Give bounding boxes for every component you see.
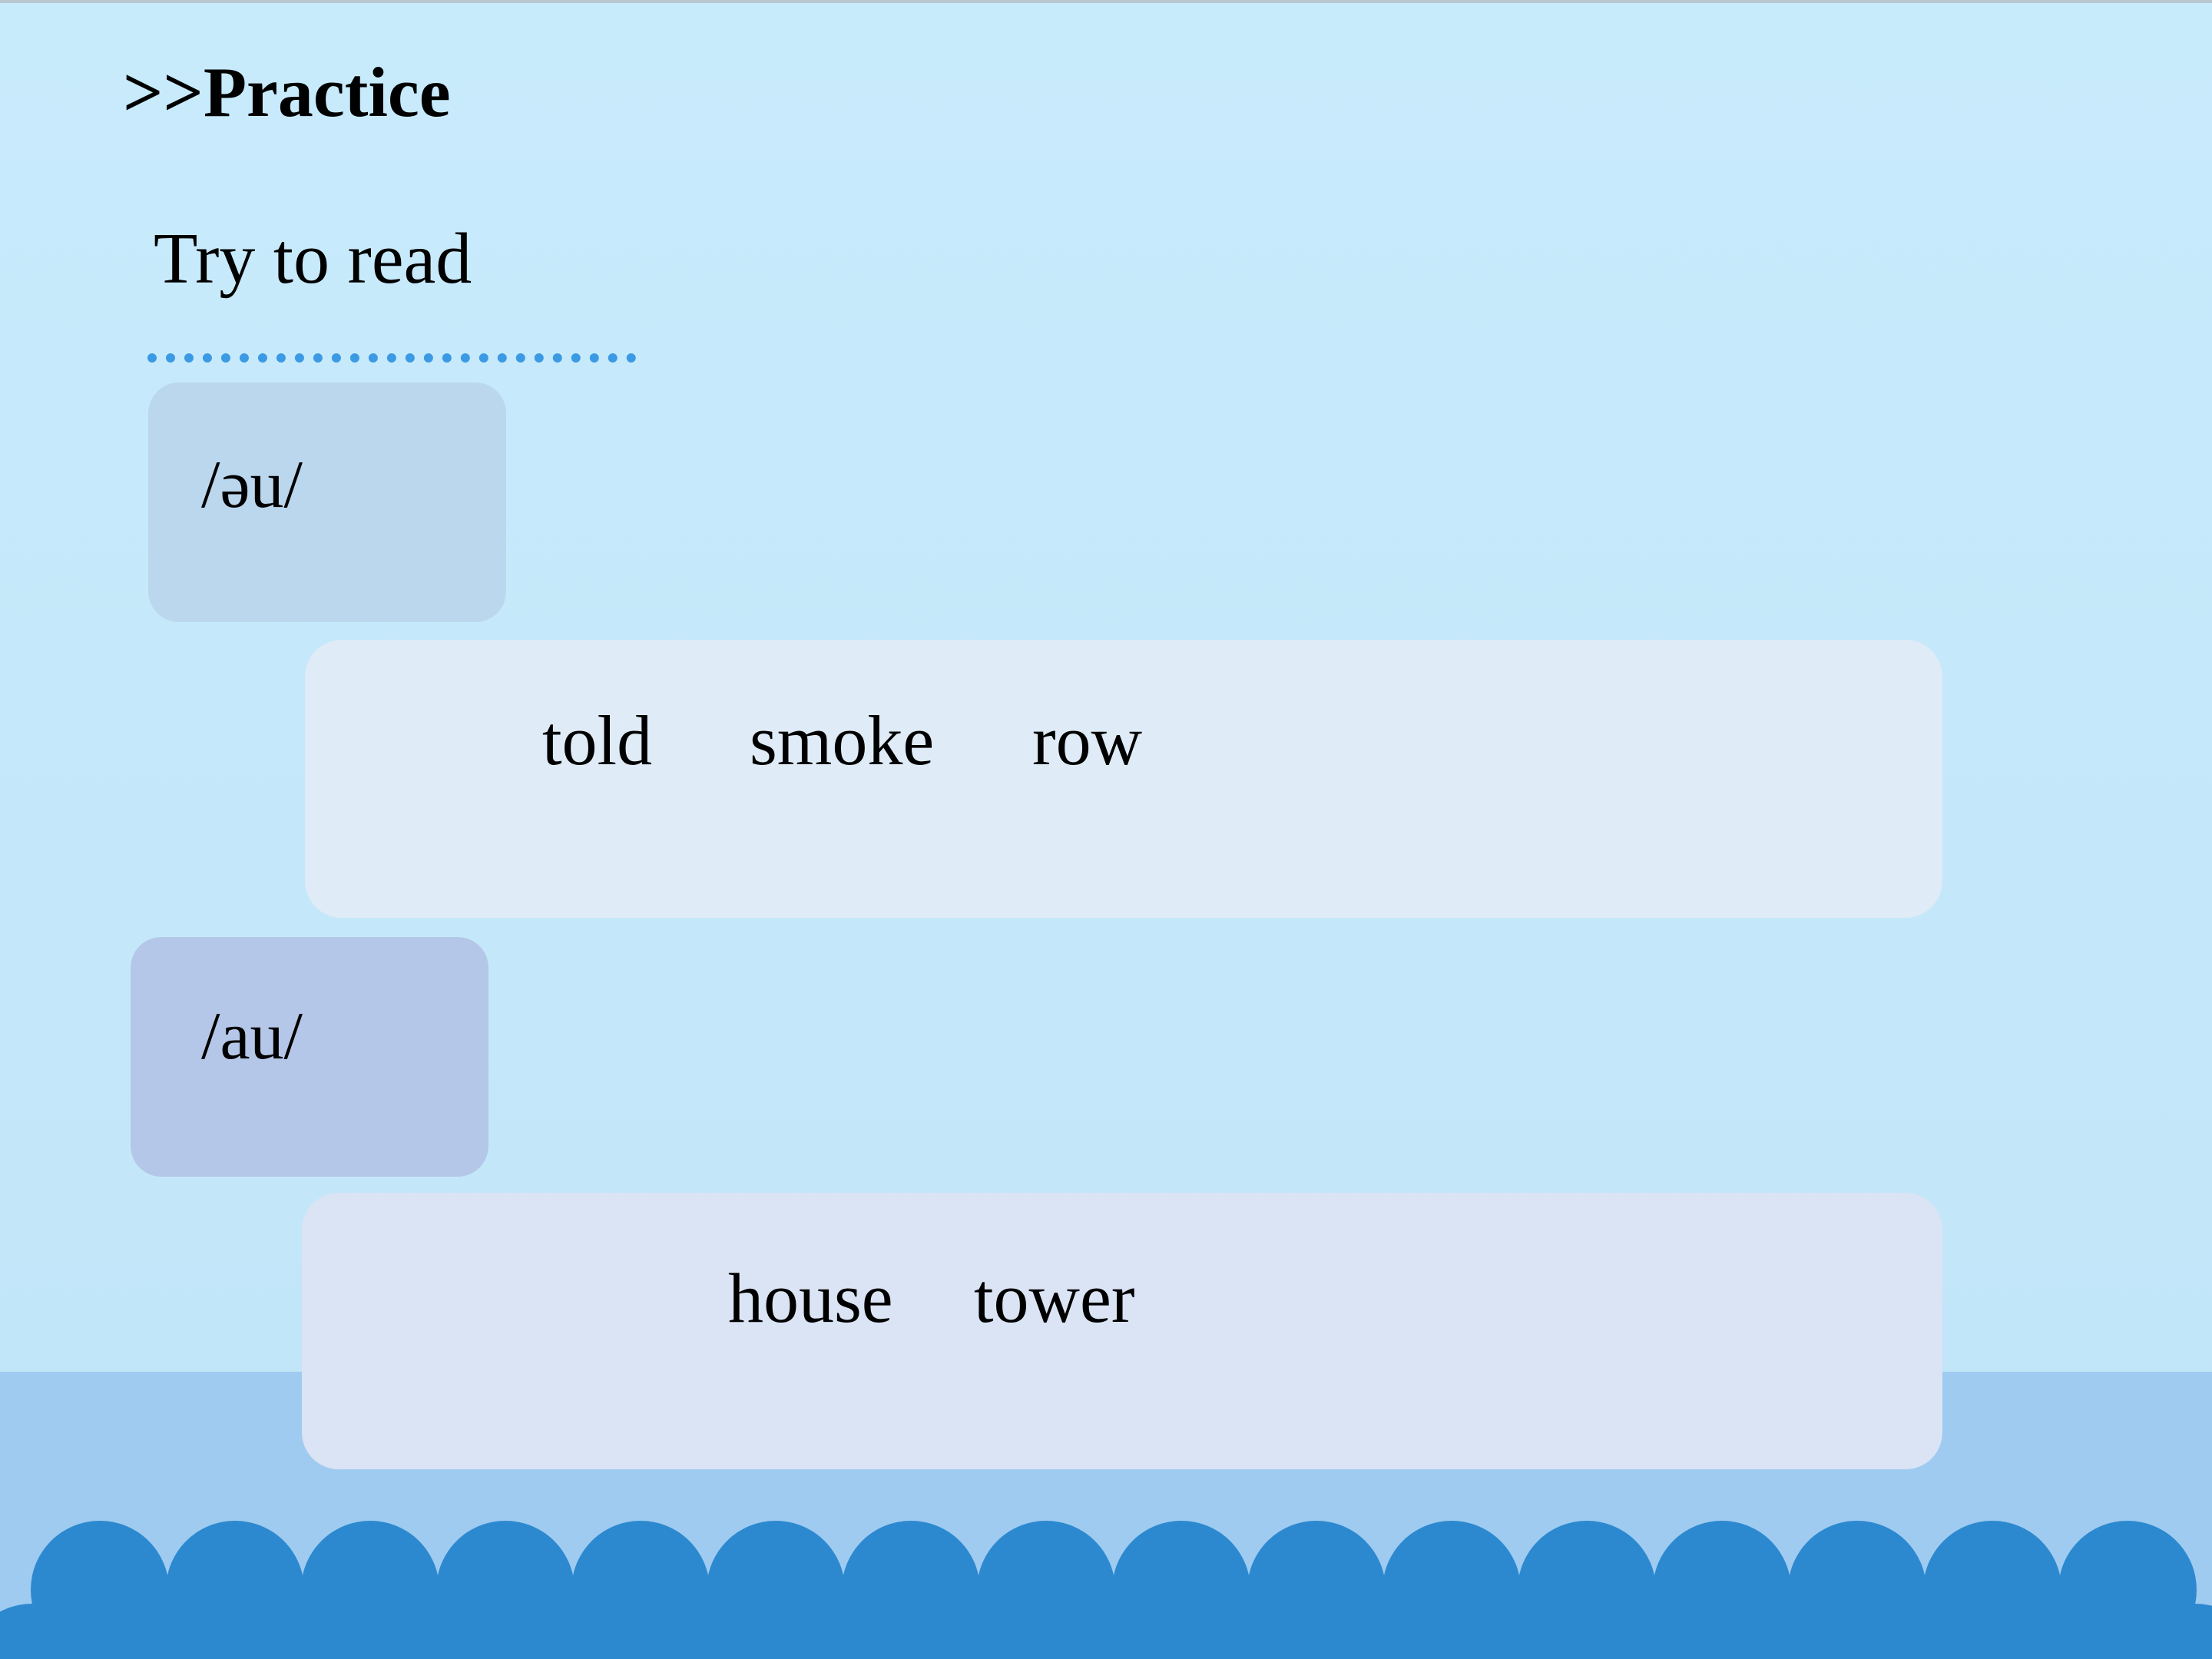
phoneme-label-ou: /əu/ bbox=[201, 448, 303, 522]
word-panel-au bbox=[302, 1193, 1942, 1469]
instruction-text: Try to read bbox=[154, 219, 472, 299]
top-border bbox=[0, 0, 2212, 3]
word-house: house bbox=[728, 1259, 893, 1337]
word-smoke: smoke bbox=[750, 701, 935, 780]
phoneme-card-au bbox=[131, 937, 488, 1177]
word-tower: tower bbox=[974, 1259, 1135, 1337]
word-panel-ou bbox=[305, 640, 1942, 918]
phoneme-card-ou bbox=[148, 382, 506, 622]
word-told: told bbox=[542, 701, 653, 780]
dotted-divider bbox=[147, 353, 636, 363]
word-row: row bbox=[1032, 701, 1143, 780]
phoneme-label-au: /au/ bbox=[201, 999, 303, 1074]
page-title: >>Practice bbox=[123, 53, 451, 131]
wave-decoration bbox=[0, 1521, 2212, 1659]
